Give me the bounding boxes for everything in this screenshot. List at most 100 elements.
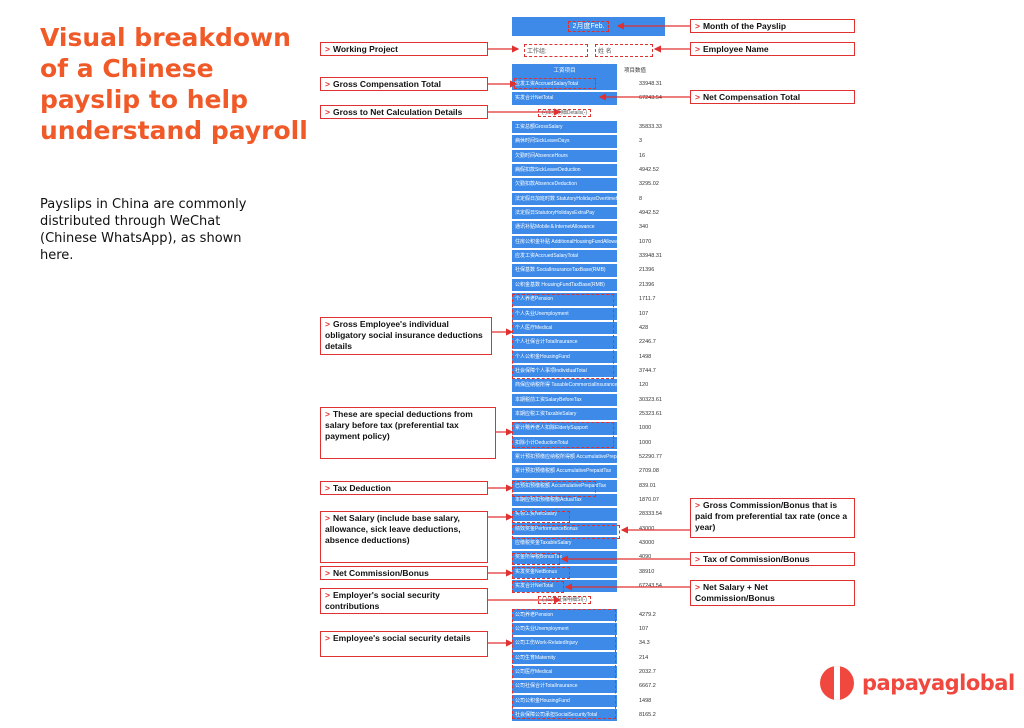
employee-name-label: 姓 名 [595,44,653,57]
payslip-rows: 应发工资AccruedSalaryTotal 33948.31 实发合计NetTot… [512,78,665,723]
payslip-row-value: 107 [639,626,649,633]
page-title: Visual breakdown of a Chinese payslip to… [40,23,308,145]
payslip-row: 社保基数 SocialInsuranceTaxBase(RMB)21396 [512,264,665,278]
payslip-row-value: 28333.54 [639,511,662,518]
payslip-row-label: 公司工伤Work-RelatedInjury [512,637,617,651]
payslip-row-value: 340 [639,224,649,231]
payslip-row-value: 8165.2 [639,712,656,719]
payslip-row: 实发合计NetTotal 67243.54 [512,92,665,106]
annotation-tax-deduction: >Tax Deduction [320,481,488,495]
highlight-bonus-tax [512,553,560,565]
payslip-row-label: 公司医疗Medical [512,666,617,680]
payslip-row-value: 1498 [639,697,652,704]
payslip-row: 公积金基数 HousingFundTaxBase(RMB)21396 [512,278,665,293]
annotation-employee-ss-details: >Employee's social security details [320,631,488,657]
payslip-row: 累计预扣预缴应纳税所得额 AccumulativePrepaidTaxableI… [512,450,665,465]
payslip-section-label: (-)公司社保明细SI(-) [538,596,591,605]
payslip-row-value: 4090 [639,554,652,561]
work-group-label: 工作组: [524,44,588,57]
payslip-row-value: 4279.2 [639,611,656,618]
intro-text: Payslips in China are commonly distribut… [40,197,247,263]
payslip-row-value: 214 [639,654,649,661]
payslip-row: 公司养老Pension 4279.2 [512,608,665,623]
payslip-row-value: 1000 [639,439,652,446]
annotation-employee-name: >Employee Name [690,42,855,56]
highlight-net-bonus [512,567,570,579]
payslip-header: 2月度Feb. [512,17,665,36]
payslip-row-value: 4942.52 [639,167,659,174]
payslip-row-label: 个人公积金HousingFund [512,350,617,364]
payslip-row-value: 38910 [639,568,655,575]
column-item-header: 工资项目 [512,64,617,78]
payslip-row: 本期税前工资SalaryBeforeTax 30323.61 [512,393,665,408]
payslip-row: 累计赡养老人扣除ElderlySupport 1000 [512,422,665,436]
annotation-gross-total: >Gross Compensation Total [320,77,488,91]
papaya-logo-icon [820,666,854,700]
annotation-employer-si: >Employer's social security contribution… [320,588,488,614]
payslip-row-value: 839.01 [639,482,656,489]
payslip-row: 公司医疗Medical 2032.7 [512,666,665,680]
payslip-section-label: (-)工资明细Details(-) [537,108,592,117]
payslip-row: 个人公积金HousingFund 1498 [512,350,665,365]
annotation-working-project: >Working Project [320,42,488,56]
payslip-row-value: 33948.31 [639,253,662,260]
highlight-bonus [512,525,620,539]
payslip-row-label: 欠勤扣款AbsenceDeduction [512,178,617,192]
payslip-row-value: 16 [639,152,646,159]
payslip-row-label: 住房公积金补贴 AdditionalHousingFundAllowance [512,235,617,250]
payslip-row-value: 43000 [639,540,655,546]
payslip-row-label: 累计赡养老人扣除ElderlySupport [512,422,617,436]
payslip-row-value: 2709.08 [639,468,659,475]
payslip-row-value: 21396 [639,281,655,288]
payslip-row-value: 8 [639,195,643,202]
annotation-month: >Month of the Payslip [690,19,855,33]
payslip-row: 应发工资AccruedSalaryTotal 33948.31 [512,250,665,264]
highlight-employer-si [512,609,616,719]
payslip-row-value: 43000 [639,525,655,532]
payslip-row-label: 应缴税奖金TaxableSalary [512,537,617,551]
payslip-row-value: 107 [639,310,649,317]
payslip-row-label: 实发合计NetTotal [512,92,617,106]
payslip-row-label: 本期税前工资SalaryBeforeTax [512,393,617,407]
payslip-row-label: 社会保障公司承担SocialSecurityTotal [512,709,617,723]
payslip-row-value: 1000 [639,425,652,432]
payslip-row-label: 应发工资AccruedSalaryTotal [512,250,617,264]
payslip-row-value: 428 [639,324,649,331]
payslip-row-label: 病休时间SickLeaveDays [512,135,617,149]
payslip-row: 个人失业Unemployment 107 [512,307,665,322]
payslip-row: 法定假日加班时数 StatutoryHolidaysOvertimeHours8 [512,192,665,207]
payslip-row-value: 1498 [639,353,652,360]
payslip-row-label: 公司养老Pension [512,608,617,623]
payslip-row-label: 本期应预扣预缴税额ActualTax [512,493,617,508]
payslip-row-value: 4942.52 [639,210,659,217]
payslip-row-value: 67243.54 [639,95,662,102]
highlight-tax [512,481,596,497]
payslip-row-value: 35833.33 [639,124,662,131]
payslip-row: 本期应预扣预缴税额ActualTax 1870.07 [512,493,665,508]
payslip-row-label: 个人失业Unemployment [512,307,617,321]
payslip-row-value: 34.3 [639,640,650,647]
highlight-employee-si [512,294,614,379]
payslip-row-value: 30323.61 [639,396,662,403]
payslip-row-value: 3744.7 [639,367,656,374]
payslip-row-value: 2032.7 [639,669,656,676]
payslip-row-value: 1870.07 [639,496,659,503]
payslip-row: 公司工伤Work-RelatedInjury 34.3 [512,637,665,651]
payslip-row-value: 33948.31 [639,81,662,87]
payslip-row-label: 本期应税工资TaxableSalary [512,407,617,422]
payslip-row-value: 1711.7 [639,296,656,303]
